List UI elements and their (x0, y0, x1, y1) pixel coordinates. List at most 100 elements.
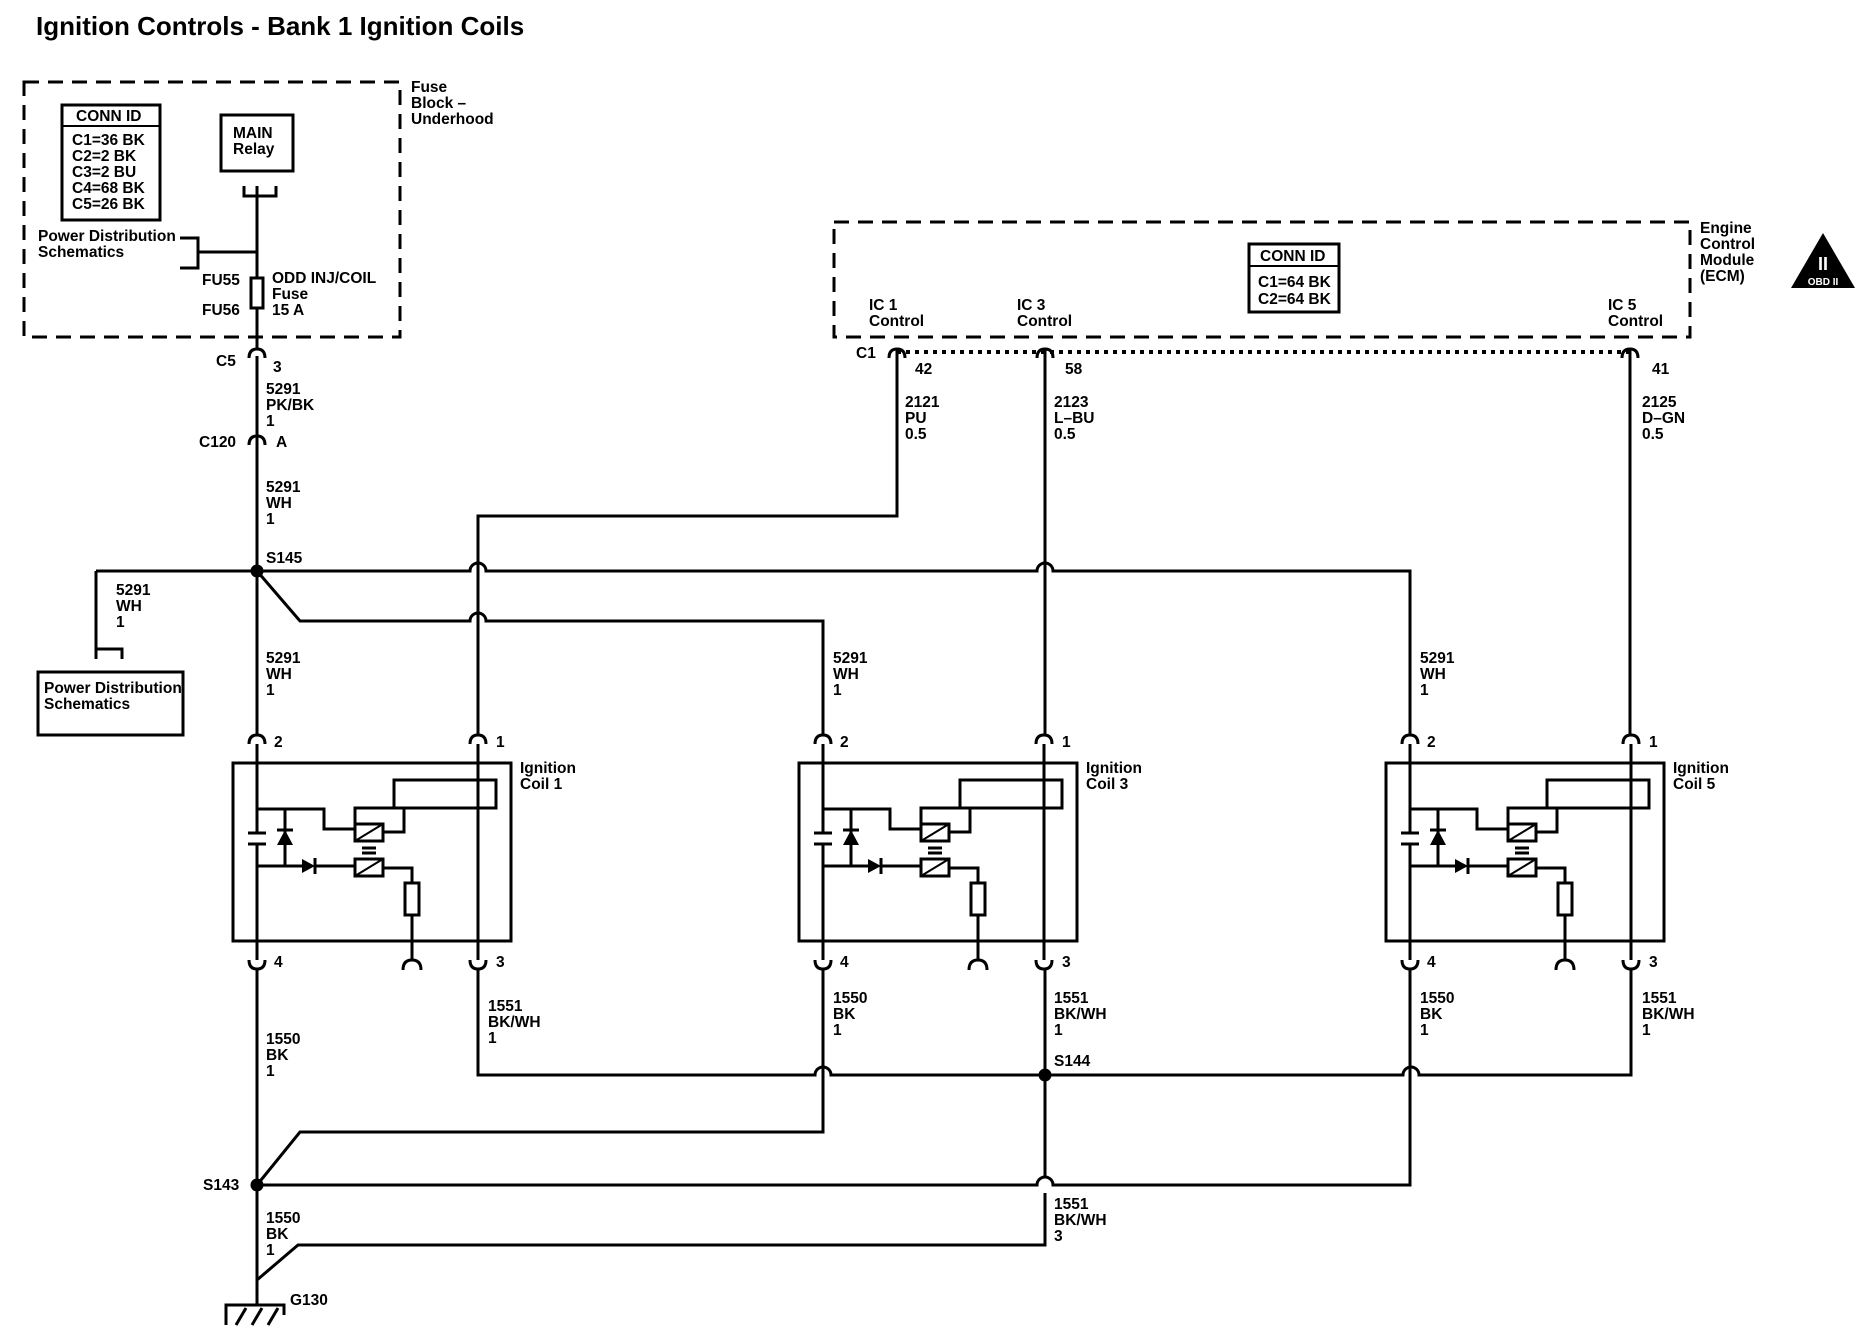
ecm-conn-id-row: C1=64 BK (1258, 274, 1332, 291)
circuit-label: BK/WH (1054, 1006, 1107, 1023)
circuit-label: 3 (1054, 1228, 1063, 1245)
circuit-label: 5291 (266, 479, 301, 496)
circuit-label: WH (116, 598, 142, 615)
ecm-label-line2: Control (1700, 236, 1755, 253)
ecm-output-ic3: IC 3 Control 58 2123 L–BU 0.5 (1017, 297, 1094, 735)
power-distribution-upper: Power Distribution Schematics (38, 228, 257, 270)
circuit-label: 0.5 (905, 426, 927, 443)
obd-ii-badge: II OBD II (1791, 233, 1855, 288)
engine-control-module: Engine Control Module (ECM) (832, 220, 1755, 339)
ground-label: G130 (290, 1292, 328, 1309)
splice-s145-label: S145 (266, 550, 303, 567)
circuit-label: 1550 (833, 990, 867, 1007)
circuit-label: 5291 (266, 381, 301, 398)
coil-label-line2: Coil 3 (1086, 776, 1129, 793)
ecm-conn-id-table: CONN ID C1=64 BK C2=64 BK (1247, 242, 1341, 314)
obd-caption: OBD II (1808, 277, 1839, 288)
circuit-label: 1 (833, 1022, 842, 1039)
ecm-output-pin: 58 (1065, 361, 1083, 378)
ecm-output-ic1: IC 1 Control 42 2121 PU 0.5 (476, 297, 940, 735)
fuse-id-fu55: FU55 (202, 272, 240, 289)
ignition-coil-1: 2 1 Ignition Coil 1 4 3 (231, 733, 576, 971)
coil-pin-label: 1 (496, 734, 505, 751)
circuit-label: 1 (1054, 1022, 1063, 1039)
circuit-label: 1550 (1420, 990, 1454, 1007)
circuit-label: 2123 (1054, 394, 1089, 411)
circuit-label: WH (266, 666, 292, 683)
ecm-conn-id-title: CONN ID (1260, 248, 1325, 265)
conn-id-row: C1=36 BK (72, 132, 146, 149)
circuit-label: 1 (488, 1030, 497, 1047)
coil-pin-label: 2 (274, 734, 283, 751)
fuse-label-line2: Fuse (272, 286, 309, 303)
bus-5291 (94, 561, 1412, 735)
coil-pin-label: 4 (274, 954, 283, 971)
conn-id-title: CONN ID (76, 108, 141, 125)
circuit-label: 1 (266, 511, 275, 528)
circuit-label: WH (833, 666, 859, 683)
circuit-label: 5291 (833, 650, 868, 667)
ecm-output-pin: 41 (1652, 361, 1670, 378)
conn-id-row: C3=2 BU (72, 164, 136, 181)
coil-pin-label: 4 (840, 954, 849, 971)
circuit-label: 1 (266, 413, 275, 430)
coil-label-line1: Ignition (1673, 760, 1729, 777)
ecm-label-line1: Engine (1700, 220, 1752, 237)
ecm-output-ic5: IC 5 Control 41 2125 D–GN 0.5 (1608, 297, 1685, 735)
c5-pin: 3 (273, 359, 282, 376)
circuit-label: D–GN (1642, 410, 1685, 427)
coil-pin-label: 3 (1649, 954, 1658, 971)
fuse-block-label-line3: Underhood (411, 111, 494, 128)
c120-pin: A (276, 434, 287, 451)
circuit-label: 1550 (266, 1210, 300, 1227)
circuit-label: 1550 (266, 1031, 300, 1048)
circuit-label: BK (266, 1047, 289, 1064)
coil-pin-label: 1 (1649, 734, 1658, 751)
circuit-label: BK (1420, 1006, 1443, 1023)
conn-id-row: C2=2 BK (72, 148, 137, 165)
power-distribution-lower: Power Distribution Schematics (36, 670, 185, 737)
ecm-output-label-line2: Control (1608, 313, 1663, 330)
relay-label-line2: Relay (233, 141, 275, 158)
circuit-label: BK (266, 1226, 289, 1243)
fuse-block-label-line1: Fuse (411, 79, 448, 96)
ecm-label-line3: Module (1700, 252, 1755, 269)
fuse-label-line1: ODD INJ/COIL (272, 270, 376, 287)
coil-label-line2: Coil 1 (520, 776, 563, 793)
circuit-label: 1551 (1054, 1196, 1089, 1213)
obd-glyph: II (1818, 254, 1828, 274)
circuit-label: BK (833, 1006, 856, 1023)
fuse-block-underhood: Fuse Block – Underhood (22, 79, 494, 339)
coil-pin-label: 2 (1427, 734, 1436, 751)
ground-g130: G130 (224, 1292, 328, 1326)
ecm-label-line4: (ECM) (1700, 268, 1745, 285)
splice-s143-label: S143 (203, 1177, 240, 1194)
fuse-block-conn-id-table: CONN ID C1=36 BK C2=2 BK C3=2 BU C4=68 B… (60, 103, 162, 222)
circuit-label: PK/BK (266, 397, 315, 414)
circuit-label: 1551 (488, 998, 523, 1015)
fuse-label-line3: 15 A (272, 302, 304, 319)
relay-label-line1: MAIN (233, 125, 273, 142)
lower-wiring (255, 969, 1633, 1305)
fuse-id-fu56: FU56 (202, 302, 240, 319)
ecm-conn-id-row: C2=64 BK (1258, 291, 1332, 308)
circuit-label: WH (266, 495, 292, 512)
splice-s143: S143 (203, 1177, 264, 1194)
circuit-label: PU (905, 410, 927, 427)
ignition-coil-3: 2 1 Ignition Coil 3 4 3 (797, 733, 1142, 971)
connector-c5: C5 3 (216, 347, 282, 376)
diagram-title: Ignition Controls - Bank 1 Ignition Coil… (36, 11, 524, 41)
circuit-label: 2121 (905, 394, 940, 411)
coil-pin-label: 4 (1427, 954, 1436, 971)
coil-label-line1: Ignition (520, 760, 576, 777)
circuit-label: 1 (1420, 682, 1429, 699)
circuit-label: 5291 (116, 582, 151, 599)
splice-s144-label: S144 (1054, 1053, 1091, 1070)
coil-label-line1: Ignition (1086, 760, 1142, 777)
circuit-label: BK/WH (488, 1014, 541, 1031)
coil-pin-label: 1 (1062, 734, 1071, 751)
conn-id-row: C5=26 BK (72, 196, 146, 213)
splice-s144: S144 (1038, 1053, 1091, 1082)
power-dist-lower-line2: Schematics (44, 696, 130, 713)
